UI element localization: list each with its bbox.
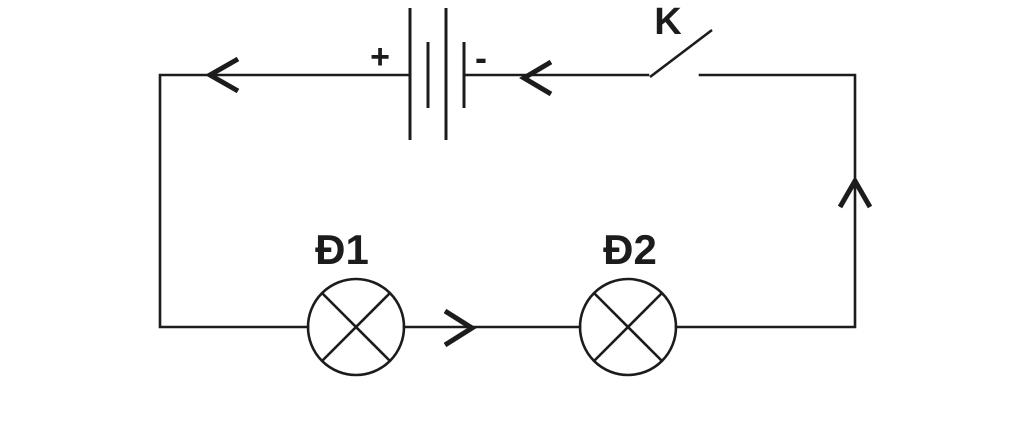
lamp-d2-cross — [593, 292, 663, 362]
battery-negative-label: - — [475, 37, 487, 78]
arrow-right-icon — [443, 308, 477, 348]
lamp-d1-circle — [306, 277, 406, 377]
lamp-d2 — [578, 277, 678, 377]
switch-label: K — [654, 1, 682, 43]
lamp-d1-cross — [321, 292, 391, 362]
lamp-d1-label: Đ1 — [315, 226, 369, 273]
arrow-left-icon — [519, 59, 553, 97]
switch-blade — [649, 28, 713, 79]
battery — [408, 8, 466, 140]
arrow-left-icon — [204, 56, 240, 94]
lamp-d2-label: Đ2 — [603, 226, 657, 273]
battery-positive-label: + — [370, 38, 390, 76]
lamp-d1 — [306, 277, 406, 377]
arrow-up-icon — [837, 175, 873, 209]
wire-switch-to-right-side — [674, 73, 857, 329]
wire-top-left-and-left-side — [158, 73, 412, 329]
lamp-d2-circle — [578, 277, 678, 377]
